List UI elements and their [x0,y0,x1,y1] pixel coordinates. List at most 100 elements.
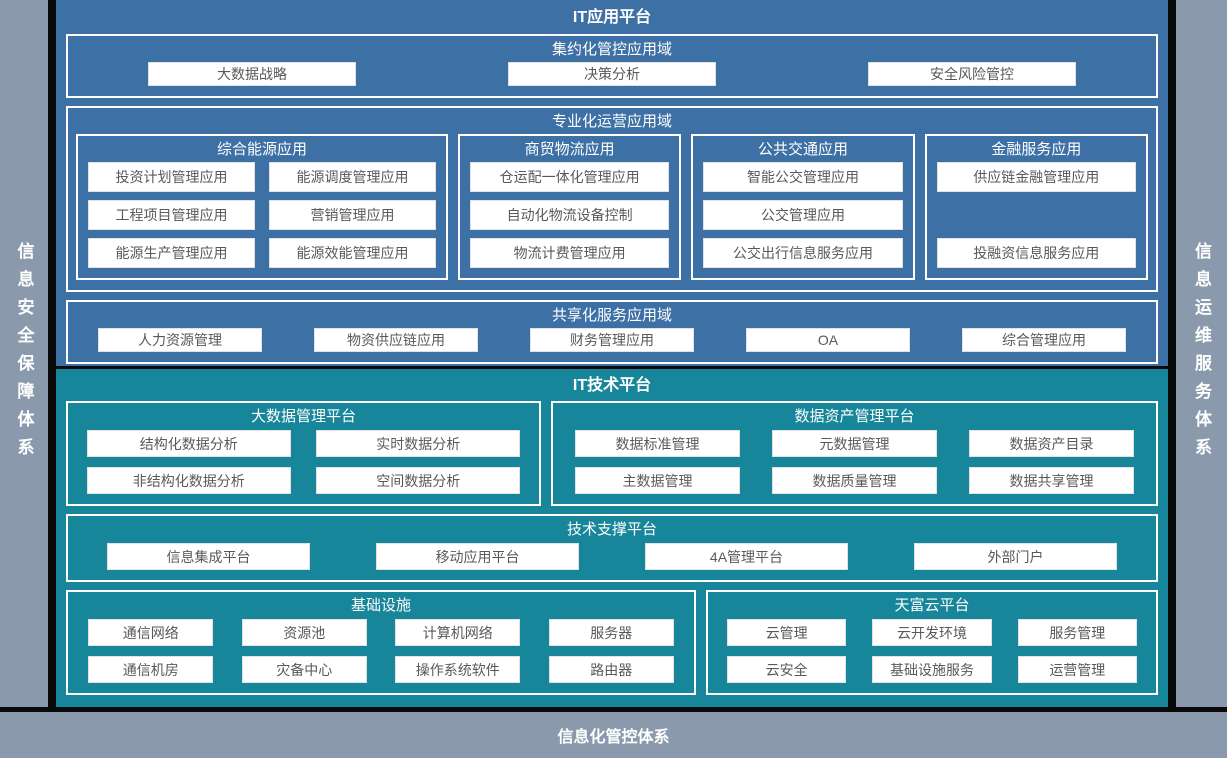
intensive-control-domain-title: 集约化管控应用域 [551,41,672,58]
diagram-box: 财务管理应用 [529,328,695,352]
diagram-box: 数据资产目录 [969,430,1134,457]
intensive-control-items: 大数据战略 决策分析 安全风险管控 [68,62,1156,96]
main-content: IT应用平台 集约化管控应用域 大数据战略 决策分析 安全风险管控 专业化运营应… [56,0,1168,707]
diagram-box: 公交出行信息服务应用 [703,238,903,268]
diagram-box: 仓运配一体化管理应用 [470,162,670,192]
diagram-box: 数据质量管理 [772,467,937,494]
tech-support-platform-title: 技术支撑平台 [566,521,657,538]
logistics-application-title: 商贸物流应用 [524,141,615,158]
diagram-box: 云管理 [726,619,847,646]
right-pillar-ops-system: 信息运维服务体系 [1176,0,1227,707]
logistics-application-items: 仓运配一体化管理应用 自动化物流设备控制 物流计费管理应用 [470,162,670,268]
diagram-box: 灾备中心 [241,656,367,683]
infrastructure-items: 通信网络 资源池 计算机网络 服务器 通信机房 灾备中心 操作系统软件 路由器 [68,619,694,693]
diagram-box: 工程项目管理应用 [88,200,255,230]
diagram-box: 供应链金融管理应用 [936,162,1136,192]
tech-row-support: 技术支撑平台 信息集成平台 移动应用平台 4A管理平台 外部门户 [66,514,1158,582]
financial-service-items: 供应链金融管理应用 投融资信息服务应用 [936,162,1136,268]
diagram-box: 数据共享管理 [969,467,1134,494]
diagram-box: 投资计划管理应用 [88,162,255,192]
diagram-box: 通信网络 [88,619,214,646]
bigdata-platform-group: 大数据管理平台 结构化数据分析 实时数据分析 非结构化数据分析 空间数据分析 [66,401,541,506]
energy-application-group: 综合能源应用 投资计划管理应用 能源调度管理应用 工程项目管理应用 营销管理应用… [76,134,448,280]
data-asset-platform-title: 数据资产管理平台 [794,408,915,425]
diagram-box: 信息集成平台 [106,543,311,570]
diagram-box: 能源调度管理应用 [269,162,436,192]
infrastructure-title: 基础设施 [350,597,411,614]
bigdata-platform-title: 大数据管理平台 [250,408,356,425]
logistics-application-group: 商贸物流应用 仓运配一体化管理应用 自动化物流设备控制 物流计费管理应用 [458,134,682,280]
diagram-box: 云安全 [726,656,847,683]
diagram-box: 大数据战略 [147,62,357,86]
data-asset-platform-items: 数据标准管理 元数据管理 数据资产目录 主数据管理 数据质量管理 数据共享管理 [553,430,1156,504]
diagram-box: OA [745,328,911,352]
diagram-box: 计算机网络 [395,619,521,646]
diagram-box: 操作系统软件 [395,656,521,683]
energy-application-title: 综合能源应用 [216,141,307,158]
diagram-box: 能源生产管理应用 [88,238,255,268]
professional-operation-columns: 综合能源应用 投资计划管理应用 能源调度管理应用 工程项目管理应用 营销管理应用… [68,134,1156,290]
diagram-box: 综合管理应用 [961,328,1127,352]
diagram-box: 结构化数据分析 [86,430,291,457]
diagram-box: 服务管理 [1017,619,1138,646]
diagram-box: 决策分析 [507,62,717,86]
cloud-platform-group: 天富云平台 云管理 云开发环境 服务管理 云安全 基础设施服务 运营管理 [706,590,1158,695]
diagram-box: 基础设施服务 [872,656,992,683]
diagram-box: 自动化物流设备控制 [470,200,670,230]
diagram-box: 4A管理平台 [644,543,849,570]
infrastructure-group: 基础设施 通信网络 资源池 计算机网络 服务器 通信机房 灾备中心 操作系统软件… [66,590,696,695]
tech-row-infra: 基础设施 通信网络 资源池 计算机网络 服务器 通信机房 灾备中心 操作系统软件… [66,590,1158,695]
tech-platform-section: IT技术平台 大数据管理平台 结构化数据分析 实时数据分析 非结构化数据分析 空… [56,369,1168,707]
diagram-box: 实时数据分析 [316,430,521,457]
diagram-box: 移动应用平台 [375,543,580,570]
professional-operation-domain-title: 专业化运营应用域 [551,113,672,130]
diagram-box: 物资供应链应用 [313,328,479,352]
tech-support-platform-group: 技术支撑平台 信息集成平台 移动应用平台 4A管理平台 外部门户 [66,514,1158,582]
diagram-box: 主数据管理 [575,467,740,494]
shared-service-domain: 共享化服务应用域 人力资源管理 物资供应链应用 财务管理应用 OA 综合管理应用 [66,300,1158,364]
shared-service-items: 人力资源管理 物资供应链应用 财务管理应用 OA 综合管理应用 [68,328,1156,362]
public-transport-title: 公共交通应用 [757,141,848,158]
app-platform-section: IT应用平台 集约化管控应用域 大数据战略 决策分析 安全风险管控 专业化运营应… [56,0,1168,369]
diagram-box: 营销管理应用 [269,200,436,230]
app-platform-title: IT应用平台 [572,9,652,26]
energy-application-items: 投资计划管理应用 能源调度管理应用 工程项目管理应用 营销管理应用 能源生产管理… [88,162,436,268]
bigdata-platform-items: 结构化数据分析 实时数据分析 非结构化数据分析 空间数据分析 [68,430,539,504]
diagram-box: 公交管理应用 [703,200,903,230]
diagram-box: 安全风险管控 [867,62,1077,86]
diagram-box: 服务器 [548,619,674,646]
diagram-box: 数据标准管理 [575,430,740,457]
diagram-box: 资源池 [241,619,367,646]
diagram-box: 智能公交管理应用 [703,162,903,192]
tech-row-data: 大数据管理平台 结构化数据分析 实时数据分析 非结构化数据分析 空间数据分析 数… [66,401,1158,506]
left-pillar-label: 信息安全保障体系 [14,241,34,466]
diagram-box: 投融资信息服务应用 [936,238,1136,268]
right-divider [1168,0,1176,707]
diagram-box: 空间数据分析 [316,467,521,494]
bottom-governance-label: 信息化管控体系 [557,729,670,746]
professional-operation-domain: 专业化运营应用域 综合能源应用 投资计划管理应用 能源调度管理应用 工程项目管理… [66,106,1158,292]
intensive-control-domain: 集约化管控应用域 大数据战略 决策分析 安全风险管控 [66,34,1158,98]
right-pillar-label: 信息运维服务体系 [1192,241,1211,466]
diagram-box: 物流计费管理应用 [470,238,670,268]
diagram-box: 非结构化数据分析 [86,467,291,494]
financial-service-title: 金融服务应用 [991,141,1082,158]
public-transport-group: 公共交通应用 智能公交管理应用 公交管理应用 公交出行信息服务应用 [691,134,915,280]
diagram-box: 运营管理 [1017,656,1138,683]
diagram-box: 人力资源管理 [97,328,263,352]
public-transport-items: 智能公交管理应用 公交管理应用 公交出行信息服务应用 [703,162,903,268]
left-divider [48,0,56,707]
shared-service-domain-title: 共享化服务应用域 [551,307,672,324]
left-pillar-security-system: 信息安全保障体系 [0,0,48,707]
tech-support-platform-items: 信息集成平台 移动应用平台 4A管理平台 外部门户 [68,543,1156,580]
cloud-platform-title: 天富云平台 [894,597,970,614]
data-asset-platform-group: 数据资产管理平台 数据标准管理 元数据管理 数据资产目录 主数据管理 数据质量管… [551,401,1158,506]
diagram-box: 路由器 [548,656,674,683]
diagram-box: 云开发环境 [872,619,992,646]
diagram-box: 能源效能管理应用 [269,238,436,268]
diagram-box: 通信机房 [88,656,214,683]
architecture-diagram: 信息安全保障体系 IT应用平台 集约化管控应用域 大数据战略 决策分析 安全风险… [0,0,1227,712]
financial-service-group: 金融服务应用 供应链金融管理应用 投融资信息服务应用 [924,134,1148,280]
bottom-governance-bar: 信息化管控体系 [0,712,1227,758]
cloud-platform-items: 云管理 云开发环境 服务管理 云安全 基础设施服务 运营管理 [708,619,1156,693]
